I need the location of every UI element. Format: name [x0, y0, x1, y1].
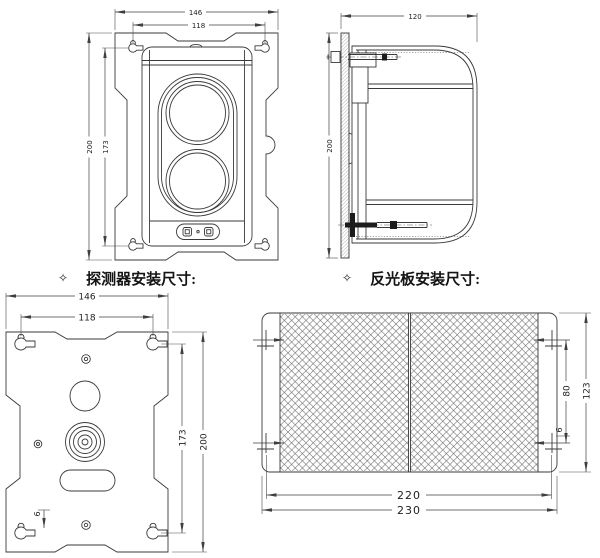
dimension-230-reflector: 230: [261, 476, 558, 517]
caption-detector-mounting: ✧ 探测器安装尺寸:: [58, 267, 196, 289]
dimension-6-reflector: 6: [555, 427, 570, 437]
body-outline-side: [351, 45, 478, 244]
dimension-120-side: 120: [340, 11, 478, 42]
dimension-146-front: 146: [114, 7, 279, 30]
keyhole-slot-bottom-left: [14, 522, 36, 540]
dim-label-back-200: 200: [200, 433, 210, 450]
mounting-slot-top-right: [534, 330, 570, 350]
back-plate-outline: [5, 331, 169, 553]
caption-reflector-mounting: ✧ 反光板安装尺寸:: [342, 267, 480, 289]
dim-label-back-146: 146: [78, 293, 95, 303]
dim-label-front-146: 146: [189, 9, 203, 17]
screw-hole-top: [81, 354, 91, 364]
diamond-bullet-icon: ✧: [342, 270, 353, 285]
diamond-bullet-icon: ✧: [58, 270, 69, 285]
screw-hole-left: [33, 439, 43, 449]
dimension-220-reflector: 220: [266, 455, 552, 502]
dim-label-side-200: 200: [326, 139, 334, 152]
lens-top: [165, 81, 230, 145]
handle-slot: [59, 469, 116, 492]
detector-back-plate-drawing: 146 118 173 200: [5, 291, 210, 553]
dim-label-front-118: 118: [192, 22, 205, 30]
dimension-6-back: 6: [33, 509, 50, 528]
dimension-200-front: 200: [84, 32, 112, 261]
reflector-hatch-left: [280, 314, 409, 471]
dim-label-side-120: 120: [408, 13, 421, 21]
top-tab: [189, 44, 203, 48]
locking-thumbscrew-bottom: [338, 213, 432, 237]
dim-label-reflector-6: 6: [555, 427, 564, 432]
keyhole-slot-bottom-right: [146, 522, 168, 540]
caption-reflector-text: 反光板安装尺寸:: [370, 271, 481, 288]
indicator-led: [196, 230, 200, 234]
detector-front-view-drawing: 146 118 200 173: [84, 7, 279, 261]
reflector-panel-drawing: 80 123 6 220 230: [253, 312, 593, 517]
keyhole-slot-bottom-left: [128, 238, 144, 251]
cable-gland: [65, 422, 105, 462]
dim-label-back-6: 6: [33, 511, 42, 516]
dim-label-reflector-220: 220: [397, 489, 421, 502]
caption-detector-text: 探测器安装尺寸:: [86, 271, 197, 288]
plate-features: [33, 354, 116, 530]
dimension-200-side: 200: [324, 32, 338, 259]
dim-label-front-200: 200: [86, 140, 94, 153]
dimension-173-back: 173: [161, 343, 189, 534]
detector-body-front: [141, 44, 253, 247]
detector-body-side: [349, 45, 478, 244]
mounting-slot-top-left: [253, 330, 284, 350]
dimension-80-reflector: 80: [561, 340, 573, 443]
mounting-slot-bottom-right: [534, 433, 570, 453]
dimension-146-back: 146: [5, 291, 169, 329]
wiring-hole: [69, 380, 101, 412]
dimension-173-front: 173: [100, 47, 128, 247]
dimension-123-reflector: 123: [559, 312, 593, 473]
dimension-118-back: 118: [20, 312, 154, 336]
alignment-screw-top: [326, 51, 402, 63]
indicator-panel: [176, 223, 220, 240]
screw-hole-bottom: [81, 520, 91, 530]
dim-label-reflector-123: 123: [583, 382, 593, 399]
dim-label-back-173: 173: [179, 429, 189, 446]
hinge-block: [349, 52, 377, 68]
dim-label-reflector-80: 80: [563, 385, 573, 397]
dim-label-front-173: 173: [102, 140, 110, 153]
mounting-slot-bottom-left: [253, 433, 284, 453]
keyhole-slot-bottom-right: [254, 238, 270, 251]
lens-bottom: [165, 149, 230, 213]
dimension-118-front: 118: [132, 20, 266, 43]
dim-label-back-118: 118: [78, 314, 95, 324]
detector-side-view-drawing: 120 200: [324, 11, 478, 259]
dimension-200-back: 200: [172, 331, 210, 553]
reflector-hatch-right: [410, 314, 538, 471]
lens-bezel-outer: [157, 73, 238, 217]
dim-label-reflector-230: 230: [397, 504, 421, 517]
